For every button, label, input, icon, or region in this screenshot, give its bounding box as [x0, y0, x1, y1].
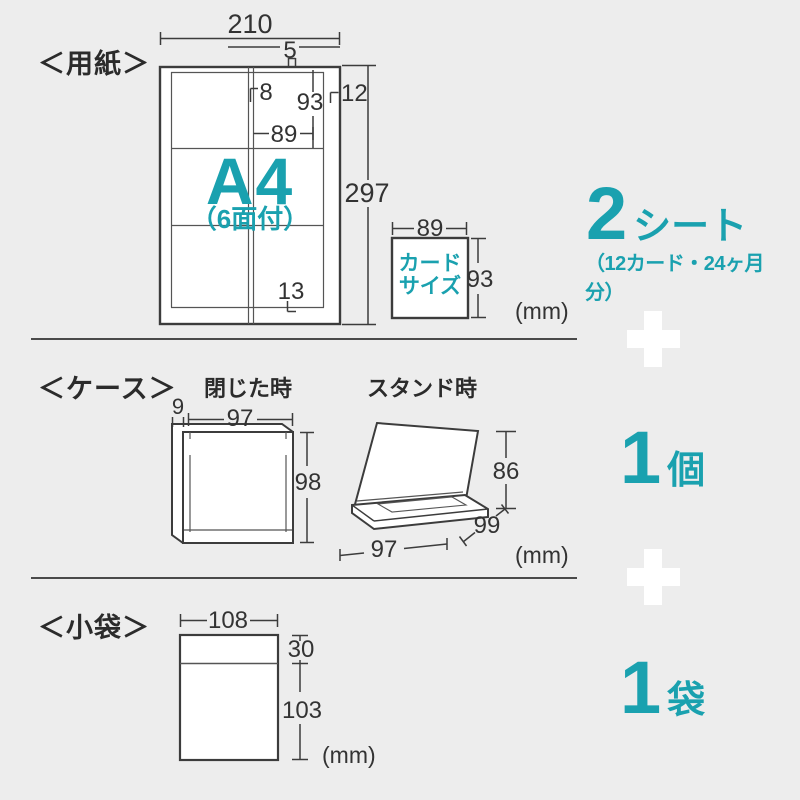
stand-case-label: スタンド時: [367, 376, 478, 401]
dim-cardbox-height: 93: [467, 266, 494, 293]
dim-closed-height: 98: [295, 469, 322, 496]
case-section-title: ＜ケース＞: [38, 374, 177, 404]
bag-section-title: ＜小袋＞: [38, 613, 150, 643]
dim-bag-flap: 30: [288, 636, 315, 663]
closed-case-diagram: 9 97 98: [171, 394, 322, 544]
dim-stand-width: 97: [371, 536, 398, 563]
contents-case: 1 個: [620, 421, 705, 495]
bag-quantity: 1: [620, 646, 662, 729]
card-size-label-line2: サイズ: [398, 275, 462, 299]
dim-card-width: 89: [271, 121, 298, 148]
a4-sub-label: （6面付）: [190, 204, 310, 234]
dim-stand-height: 86: [493, 458, 520, 485]
card-size-label-line1: カード: [398, 252, 462, 275]
sheets-unit: シート: [633, 206, 748, 248]
contents-bag: 1 袋: [620, 651, 705, 725]
paper-section-title: ＜用紙＞: [38, 49, 150, 79]
card-size-label: カード サイズ: [392, 252, 468, 298]
dim-stand-depth: 99: [474, 512, 501, 539]
dim-slit-top: 5: [283, 37, 296, 64]
dim-sheet-width: 210: [227, 9, 272, 39]
case-quantity: 1: [620, 416, 662, 499]
a4-label: A4: [205, 144, 295, 218]
plus-icon: [627, 549, 680, 605]
a4-sheet-diagram: 210 297 5 8 93 89 12 13: [158, 9, 390, 326]
dim-bag-width: 108: [208, 607, 248, 634]
dim-right-margin: 12: [341, 80, 368, 107]
dim-cardbox-width: 89: [417, 215, 444, 242]
dim-sheet-height: 297: [344, 178, 389, 208]
dim-closed-width: 97: [227, 405, 254, 432]
sheets-note: （12カード・24ヶ月分）: [585, 253, 765, 304]
plus-icon: [627, 311, 680, 367]
unit-label-bag: (mm): [322, 742, 376, 768]
dim-card-height: 93: [297, 89, 324, 116]
case-unit: 個: [667, 450, 706, 492]
dim-slit-side: 8: [259, 79, 272, 106]
bag-unit: 袋: [667, 680, 706, 722]
closed-case-label: 閉じた時: [204, 376, 293, 401]
bag-diagram: 108 30 103 (mm): [178, 607, 376, 768]
unit-label-paper: (mm): [515, 298, 569, 324]
dim-bottom-margin: 13: [278, 278, 305, 305]
card-size-diagram: 89 93 (mm): [390, 215, 569, 324]
sheet-dimension-lines: [159, 32, 376, 326]
dim-closed-depth: 9: [172, 394, 184, 419]
stand-case-diagram: 86 99 97 (mm): [339, 421, 569, 568]
unit-label-case: (mm): [515, 542, 569, 568]
dim-bag-body: 103: [282, 697, 322, 724]
contents-sheets: 2 シート: [586, 177, 747, 251]
sheets-quantity: 2: [586, 172, 628, 255]
